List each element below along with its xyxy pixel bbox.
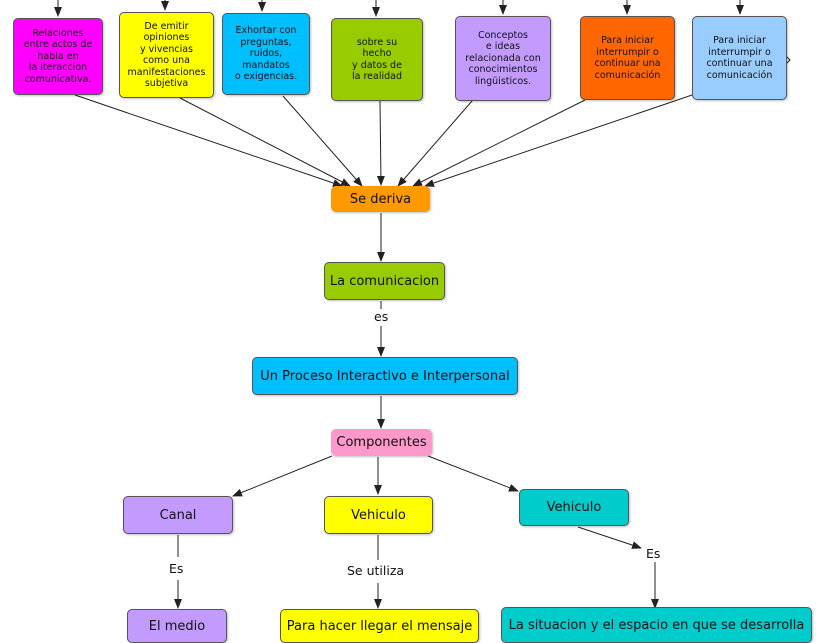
connector-lines — [54, 0, 791, 609]
node-proceso[interactable]: Un Proceso Interactivo e Interpersonal — [252, 357, 518, 395]
edge-iniciar1-deriva — [412, 99, 586, 187]
node-iniciar-1[interactable]: Para iniciar interrumpir o continuar una… — [580, 16, 675, 100]
edge-conceptos-deriva — [397, 100, 473, 187]
node-hecho[interactable]: sobre su hecho y datos de la realidad — [331, 18, 423, 101]
node-vehiculo-1[interactable]: Vehiculo — [324, 496, 433, 534]
node-opiniones[interactable]: De emitir opiniones y vivencias como una… — [119, 12, 214, 98]
node-componentes[interactable]: Componentes — [331, 429, 432, 456]
node-canal[interactable]: Canal — [123, 496, 233, 534]
edge-relaciones-deriva — [74, 94, 343, 187]
edge-componentes-vehiculo2 — [427, 455, 519, 492]
edge-vehiculo2-es — [577, 526, 642, 549]
edge-componentes-canal — [232, 455, 333, 497]
link-label-es: es — [372, 309, 391, 324]
node-iniciar-2[interactable]: Para iniciar interrumpir o continuar una… — [692, 16, 787, 100]
edge-iniciar2-deriva — [424, 93, 696, 187]
node-exhortar[interactable]: Exhortar con preguntas, ruidos, mandatos… — [222, 13, 310, 95]
edge-hecho-deriva — [376, 100, 385, 186]
node-situacion[interactable]: La situacion y el espacio en que se desa… — [501, 607, 812, 643]
node-la-comunicacion[interactable]: La comunicacion — [324, 262, 445, 300]
node-conceptos[interactable]: Conceptos e ideas relacionada con conoci… — [455, 16, 551, 101]
link-label-es-vehiculo: Es — [644, 546, 663, 561]
edge-opiniones-deriva — [179, 97, 351, 187]
link-label-es-canal: Es — [167, 561, 186, 576]
node-se-deriva[interactable]: Se deriva — [331, 186, 430, 212]
node-relaciones[interactable]: Relaciones entre actos de habla en la it… — [13, 18, 103, 95]
link-label-se-utiliza: Se utiliza — [345, 563, 407, 578]
node-mensaje[interactable]: Para hacer llegar el mensaje — [280, 609, 479, 643]
edge-exhortar-deriva — [282, 95, 363, 187]
node-el-medio[interactable]: El medio — [127, 609, 227, 643]
node-vehiculo-2[interactable]: Vehiculo — [519, 489, 629, 526]
